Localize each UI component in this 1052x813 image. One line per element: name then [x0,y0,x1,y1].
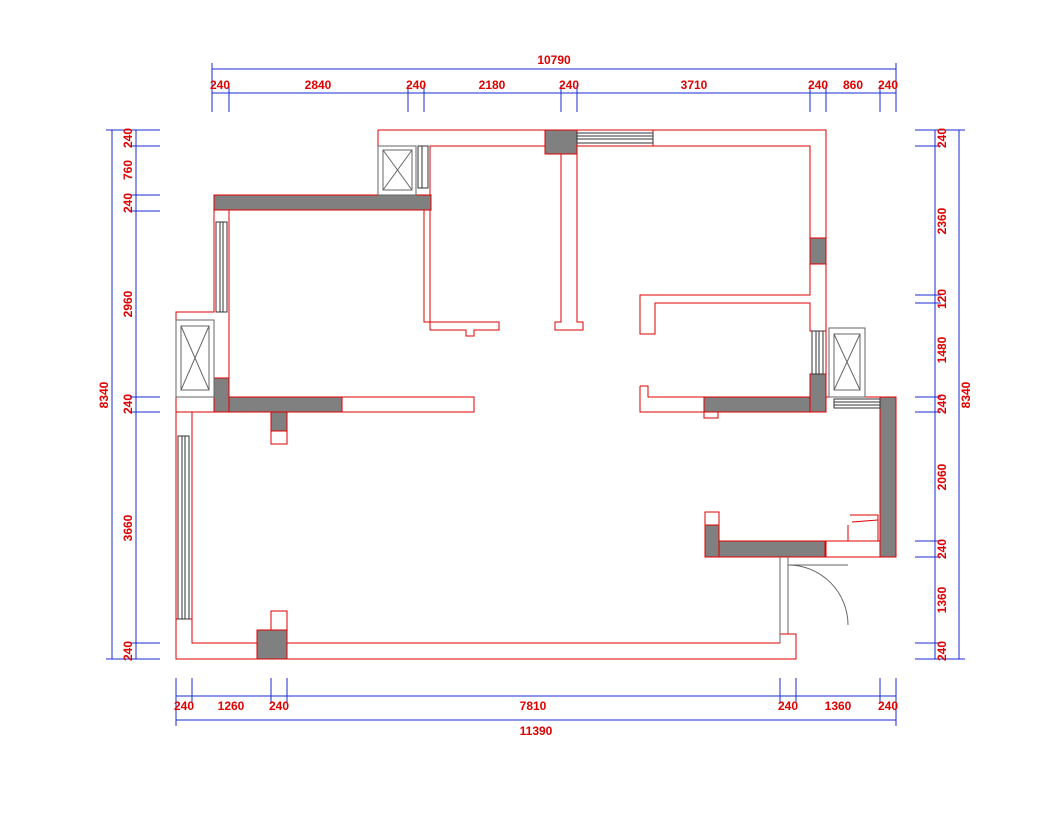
left-dim: 760 [121,160,135,180]
left-dim: 3660 [121,514,135,541]
right-total-dim: 8340 [959,381,973,408]
top-dim: 240 [878,78,898,92]
bottom-dimensions: 240 1260 240 7810 240 1360 240 11390 [174,678,898,738]
top-dim: 240 [808,78,828,92]
bottom-dim: 240 [269,699,289,713]
top-dim: 2840 [305,78,332,92]
bottom-dim: 1260 [218,699,245,713]
left-dim: 240 [121,641,135,661]
left-total-dim: 8340 [97,381,111,408]
bottom-dim: 7810 [520,699,547,713]
right-dim: 240 [935,641,949,661]
right-dim: 240 [935,128,949,148]
walls [175,129,897,660]
right-dim: 240 [935,539,949,559]
right-dim: 2060 [935,463,949,490]
bottom-dim: 240 [778,699,798,713]
shafts [175,145,866,398]
top-dim: 860 [843,78,863,92]
top-dim: 2180 [479,78,506,92]
right-dim: 2360 [935,207,949,234]
top-dim: 240 [406,78,426,92]
left-dim: 2960 [121,290,135,317]
right-dimensions: 240 2360 120 1480 240 2060 240 1360 240 … [915,128,973,661]
windows [177,132,881,620]
right-dim: 120 [935,289,949,309]
left-dim: 240 [121,193,135,213]
top-dim: 3710 [681,78,708,92]
columns [544,129,827,265]
right-dim: 1480 [935,336,949,363]
bottom-total-dim: 11390 [520,724,553,738]
left-dim: 240 [121,394,135,414]
bottom-dim: 240 [878,699,898,713]
top-dim: 240 [210,78,230,92]
right-dim: 1360 [935,586,949,613]
top-total-dim: 10790 [537,53,571,67]
left-dimensions: 8340 240 760 240 2960 240 3660 240 [97,128,160,661]
bottom-dim: 240 [174,699,194,713]
top-dimensions: 10790 240 2840 240 2180 240 3710 240 860… [210,53,898,112]
left-dim: 240 [121,128,135,148]
bottom-dim: 1360 [825,699,852,713]
right-dim: 240 [935,394,949,414]
top-dim: 240 [559,78,579,92]
